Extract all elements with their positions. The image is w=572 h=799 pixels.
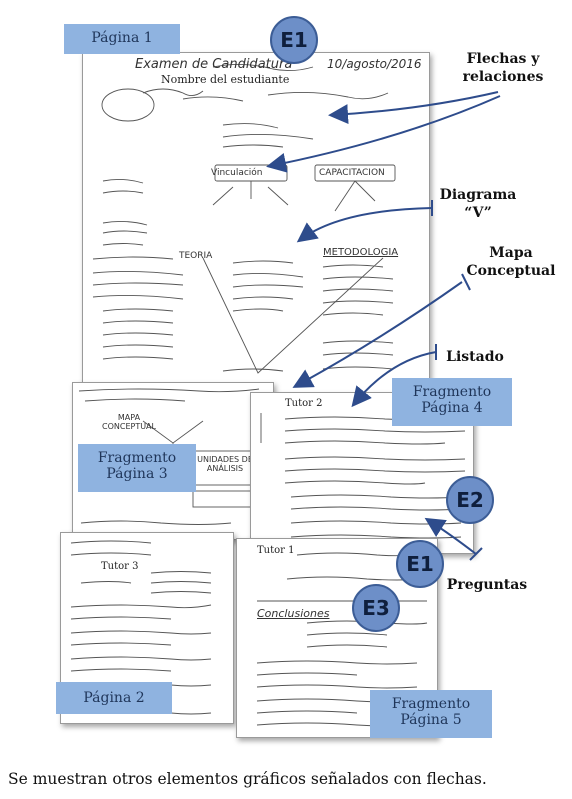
callout-preguntas: Preguntas xyxy=(446,577,528,593)
tag-fragmento-pagina-5: Fragmento Página 5 xyxy=(370,690,492,738)
tag-pagina-1: Página 1 xyxy=(64,24,180,54)
badge-e2: E2 xyxy=(446,476,494,524)
tag-fragmento-pagina-4: Fragmento Página 4 xyxy=(392,378,512,426)
handwriting-scribbles xyxy=(92,64,396,374)
badge-e1-tutor: E1 xyxy=(396,540,444,588)
badge-e3: E3 xyxy=(352,584,400,632)
callout-listado: Listado xyxy=(446,349,504,365)
metodologia-heading: METODOLOGIA xyxy=(323,247,399,258)
arrow-preguntas xyxy=(424,517,477,555)
arrow-listado xyxy=(351,351,437,408)
arrow-flechas-2 xyxy=(266,95,501,173)
capacitacion-box-label: CAPACITACION xyxy=(319,168,385,178)
units-of-analysis-label: UNIDADES DE ANÁLISIS xyxy=(197,455,253,473)
arrow-mapa xyxy=(292,281,463,388)
arrow-flechas-1 xyxy=(328,91,499,125)
concept-map-scribbles xyxy=(78,388,260,525)
callout-mapa-conceptual: Mapa Conceptual xyxy=(466,245,556,279)
student-name-label: Nombre del estudiante xyxy=(161,73,290,86)
callout-flechas-relaciones: Flechas y relaciones xyxy=(462,51,544,85)
figure-caption: Se muestran otros elementos gráficos señ… xyxy=(8,770,487,788)
tag-pagina-2: Página 2 xyxy=(56,682,172,714)
arrow-diagrama xyxy=(296,207,433,243)
tag-fragmento-pagina-3: Fragmento Página 3 xyxy=(78,444,196,492)
tutor-3-title: Tutor 3 xyxy=(101,561,139,572)
exam-header: Examen de Candidatura xyxy=(135,57,293,72)
exam-date: 10/agosto/2016 xyxy=(327,57,422,71)
tutor-2-title: Tutor 2 xyxy=(285,398,323,409)
badge-e1-top: E1 xyxy=(270,16,318,64)
page-1-sheet: Examen de Candidatura 10/agosto/2016 Nom… xyxy=(82,52,430,394)
teoria-heading: TEORIA xyxy=(179,251,213,261)
vinculacion-box-label: Vinculación xyxy=(211,168,263,178)
concept-map-label: MAPA CONCEPTUAL xyxy=(101,413,156,431)
tutor-1-title: Tutor 1 xyxy=(257,545,295,556)
callout-diagrama-v: Diagrama “V” xyxy=(439,187,517,221)
conclusiones-heading: Conclusiones xyxy=(257,607,330,620)
